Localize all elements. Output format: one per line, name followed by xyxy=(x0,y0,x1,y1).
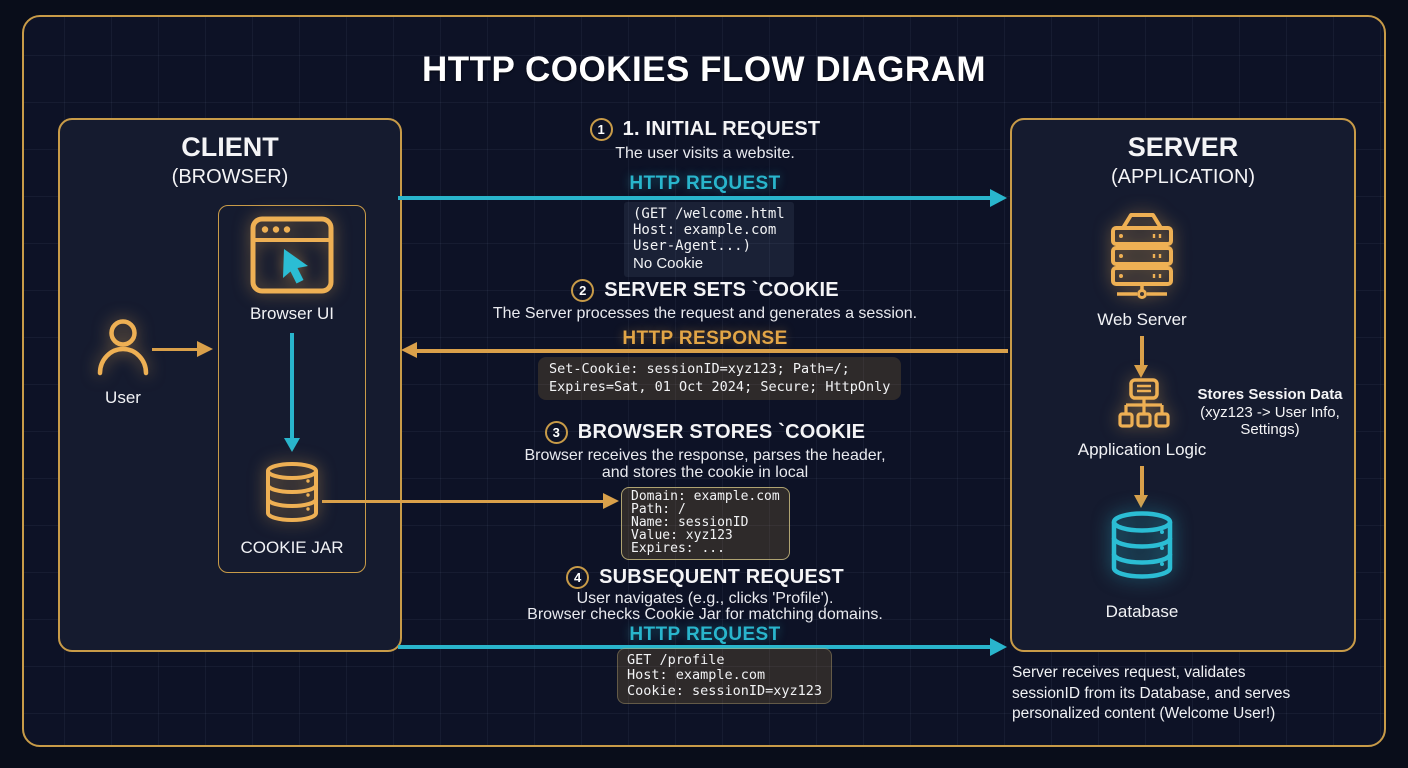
step1-channel-label: HTTP REQUEST xyxy=(629,173,781,194)
client-subtitle: (BROWSER) xyxy=(171,166,289,188)
code-line: (GET /welcome.html xyxy=(633,206,785,222)
step2-code-block: Set-Cookie: sessionID=xyz123; Path=/; Ex… xyxy=(538,357,902,400)
database-icon xyxy=(1111,511,1173,579)
session-note-title: Stores Session Data xyxy=(1197,386,1343,403)
applogic-to-database-arrow xyxy=(1134,466,1147,508)
footer-note-line: personalized content (Welcome User!) xyxy=(1012,705,1276,723)
cookie-jar-icon xyxy=(266,462,318,522)
code-line: Host: example.com xyxy=(633,222,777,238)
cookiejar-to-cookiebox-arrow xyxy=(322,493,619,509)
browser-subbox: Browser UI COOKIE JAR xyxy=(218,205,366,573)
code-line: Value: xyz123 xyxy=(631,527,733,543)
step2-channel-label: HTTP RESPONSE xyxy=(622,328,788,349)
step3-title: BROWSER STORES `COOKIE xyxy=(577,421,866,443)
step3-subtitle: and stores the cookie in local xyxy=(601,464,809,481)
session-note-line: (xyz123 -> User Info, xyxy=(1200,403,1340,421)
code-line: Domain: example.com xyxy=(631,489,780,504)
user-icon xyxy=(97,319,149,376)
step4-channel-label: HTTP REQUEST xyxy=(629,624,781,645)
step2-number-badge: 2 xyxy=(571,279,595,302)
step4-number-badge: 4 xyxy=(566,566,590,589)
code-line: Host: example.com xyxy=(627,667,766,684)
code-line: Cookie: sessionID=xyz123 xyxy=(627,682,823,699)
step4-code-block: GET /profile Host: example.com Cookie: s… xyxy=(617,648,833,704)
step2-response-arrow xyxy=(401,342,1008,357)
web-server-icon xyxy=(1111,213,1173,299)
client-title: CLIENT xyxy=(181,132,279,162)
code-line: User-Agent...) xyxy=(633,238,752,254)
application-logic-label: Application Logic xyxy=(1077,440,1207,459)
step1-no-cookie-note: No Cookie xyxy=(633,255,704,272)
server-title: SERVER xyxy=(1127,132,1239,162)
code-line: Expires=Sat, 01 Oct 2024; Secure; HttpOn… xyxy=(549,378,891,395)
step2-title: SERVER SETS `COOKIE xyxy=(604,279,839,301)
step4-subtitle: Browser checks Cookie Jar for matching d… xyxy=(527,606,883,623)
server-panel: SERVER (APPLICATION) Web Server Applicat… xyxy=(1010,118,1356,652)
page-title: HTTP COOKIES FLOW DIAGRAM xyxy=(421,50,987,89)
server-subtitle: (APPLICATION) xyxy=(1110,166,1256,188)
code-line: GET /profile xyxy=(627,652,725,668)
step1-subtitle: The user visits a website. xyxy=(615,145,795,162)
user-to-browser-arrow xyxy=(152,342,213,356)
footer-note-line: sessionID from its Database, and serves xyxy=(1012,684,1291,702)
step2-subtitle: The Server processes the request and gen… xyxy=(492,305,918,322)
step1-code-block: (GET /welcome.html Host: example.com Use… xyxy=(624,202,794,277)
step1-header: 1 1. INITIAL REQUEST xyxy=(420,118,990,141)
browser-window-icon xyxy=(250,216,334,294)
footer-note-line: Server receives request, validates xyxy=(1012,664,1246,681)
code-line: Set-Cookie: sessionID=xyz123; Path=/; xyxy=(549,361,850,377)
browser-ui-label: Browser UI xyxy=(249,304,335,323)
step4-subtitle: User navigates (e.g., clicks 'Profile'). xyxy=(576,590,834,607)
browser-to-cookiejar-arrow xyxy=(283,333,300,452)
step3-code-block: Domain: example.com Path: / Name: sessio… xyxy=(621,487,790,560)
step1-number-badge: 1 xyxy=(589,118,613,141)
database-label: Database xyxy=(1105,602,1179,621)
server-footer-note: Server receives request, validates sessi… xyxy=(1012,663,1344,725)
code-line: Expires: ... xyxy=(631,540,725,556)
cursor-icon xyxy=(283,249,308,284)
webserver-to-applogic-arrow xyxy=(1134,336,1147,378)
step4-title: SUBSEQUENT REQUEST xyxy=(599,566,844,588)
step4-request-arrow xyxy=(398,637,1007,656)
step1-request-arrow xyxy=(398,188,1007,207)
application-logic-icon xyxy=(1118,378,1170,428)
step2-header: 2 SERVER SETS `COOKIE xyxy=(420,279,990,302)
step3-header: 3 BROWSER STORES `COOKIE xyxy=(420,421,990,444)
code-line: Name: sessionID xyxy=(631,514,749,530)
step4-header: 4 SUBSEQUENT REQUEST xyxy=(420,566,990,589)
web-server-label: Web Server xyxy=(1097,310,1187,329)
step3-number-badge: 3 xyxy=(544,421,568,444)
step3-subtitle: Browser receives the response, parses th… xyxy=(524,447,886,464)
step1-title: 1. INITIAL REQUEST xyxy=(622,118,821,140)
user-label: User xyxy=(105,388,141,407)
client-panel: CLIENT (BROWSER) User Browser UI xyxy=(58,118,402,652)
session-note-line: Settings) xyxy=(1240,421,1300,439)
session-data-note: Stores Session Data (xyz123 -> User Info… xyxy=(1186,386,1354,439)
code-line: Path: / xyxy=(631,501,686,517)
cookie-jar-label: COOKIE JAR xyxy=(240,538,344,557)
